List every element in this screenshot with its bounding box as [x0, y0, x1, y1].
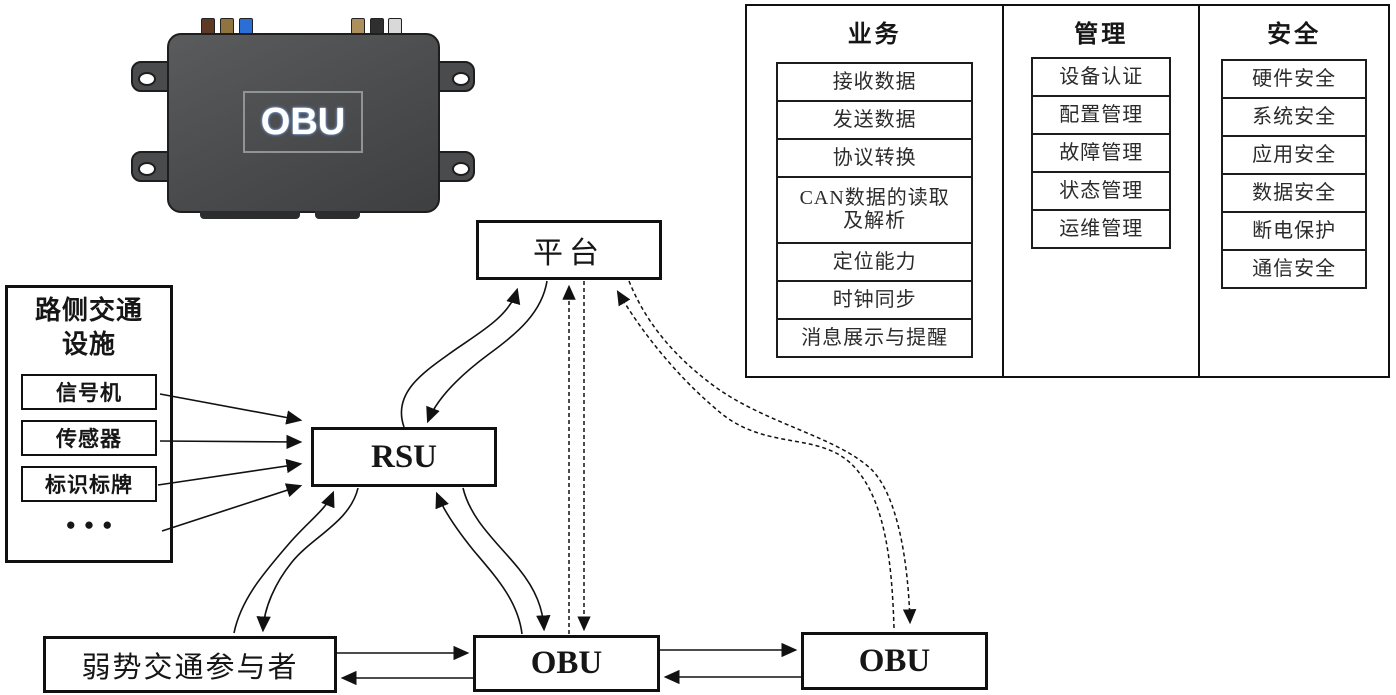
capability-item: 系统安全 [1221, 97, 1368, 137]
arrow-vru-to-rsu [233, 490, 335, 634]
ellipsis-dots: ●●● [65, 514, 121, 534]
column-title: 安全 [1267, 22, 1322, 48]
roadside-item-signal: 信号机 [21, 373, 157, 410]
column-items: 设备认证 配置管理 故障管理 状态管理 运维管理 [1031, 57, 1172, 249]
capability-item: 定位能力 [776, 242, 974, 282]
capability-item: 发送数据 [776, 100, 974, 140]
obu-device-illustration: OBU [130, 12, 476, 222]
panel-column-security: 安全 硬件安全 系统安全 应用安全 数据安全 断电保护 通信安全 [1198, 6, 1388, 376]
mounting-hole [138, 72, 156, 86]
roadside-title: 路侧交通 设施 [34, 296, 143, 359]
capability-item: CAN数据的读取 及解析 [776, 176, 974, 244]
roadside-items: 信号机 传感器 标识标牌 [8, 373, 170, 502]
arrow-sensor-to-rsu [159, 434, 303, 450]
mounting-tab [437, 61, 475, 92]
arrow-sign-to-rsu [157, 458, 303, 486]
capability-item: 设备认证 [1031, 57, 1172, 97]
roadside-item-sign: 标识标牌 [21, 465, 157, 502]
device-label-plate: OBU [243, 91, 363, 153]
capability-item: 数据安全 [1221, 173, 1368, 213]
capability-item: 消息展示与提醒 [776, 318, 974, 358]
column-items: 硬件安全 系统安全 应用安全 数据安全 断电保护 通信安全 [1221, 59, 1368, 289]
device-base [200, 211, 300, 219]
arrow-obu-to-rsu [435, 491, 523, 635]
capability-item: 断电保护 [1221, 211, 1368, 251]
capability-item: 时钟同步 [776, 280, 974, 320]
column-title: 管理 [1074, 22, 1129, 48]
capability-item: 运维管理 [1031, 209, 1172, 249]
mounting-tab [131, 151, 169, 182]
mounting-hole [452, 72, 470, 86]
device-base [315, 211, 360, 219]
node-vulnerable-road-users: 弱势交通参与者 [43, 636, 337, 693]
arrow-signal-to-rsu [159, 393, 303, 425]
arrow-platform-to-rsu [426, 280, 548, 424]
column-items: 接收数据 发送数据 协议转换 CAN数据的读取 及解析 定位能力 时钟同步 消息… [776, 62, 974, 358]
capability-item: 状态管理 [1031, 171, 1172, 211]
node-obu-right: OBU [801, 632, 988, 690]
node-rsu: RSU [311, 427, 497, 487]
capability-item: 应用安全 [1221, 135, 1368, 175]
device-label: OBU [260, 100, 346, 143]
roadside-facilities-box: 路侧交通 设施 信号机 传感器 标识标牌 ●●● [5, 285, 173, 563]
arrow-rsu-to-obu [462, 487, 551, 632]
mounting-hole [452, 162, 470, 176]
mounting-hole [138, 162, 156, 176]
panel-column-business: 业务 接收数据 发送数据 协议转换 CAN数据的读取 及解析 定位能力 时钟同步… [747, 6, 1002, 376]
device-body [167, 33, 440, 213]
column-title: 业务 [847, 22, 902, 48]
mounting-tab [437, 151, 475, 182]
capability-item: 协议转换 [776, 138, 974, 178]
panel-column-management: 管理 设备认证 配置管理 故障管理 状态管理 运维管理 [1002, 6, 1198, 376]
capability-panel: 业务 接收数据 发送数据 协议转换 CAN数据的读取 及解析 定位能力 时钟同步… [745, 4, 1390, 378]
capability-item: 配置管理 [1031, 95, 1172, 135]
mounting-tab [131, 61, 169, 92]
capability-item: 故障管理 [1031, 133, 1172, 173]
capability-item: 通信安全 [1221, 249, 1368, 289]
node-platform: 平台 [476, 220, 662, 280]
arrow-rsu-to-vru [256, 487, 359, 633]
arrow-others-to-rsu [161, 483, 303, 532]
node-obu-center: OBU [473, 635, 660, 692]
roadside-item-sensor: 传感器 [21, 419, 157, 456]
arrow-rsu-to-platform [400, 287, 521, 428]
capability-item: 硬件安全 [1221, 59, 1368, 99]
capability-item: 接收数据 [776, 62, 974, 102]
